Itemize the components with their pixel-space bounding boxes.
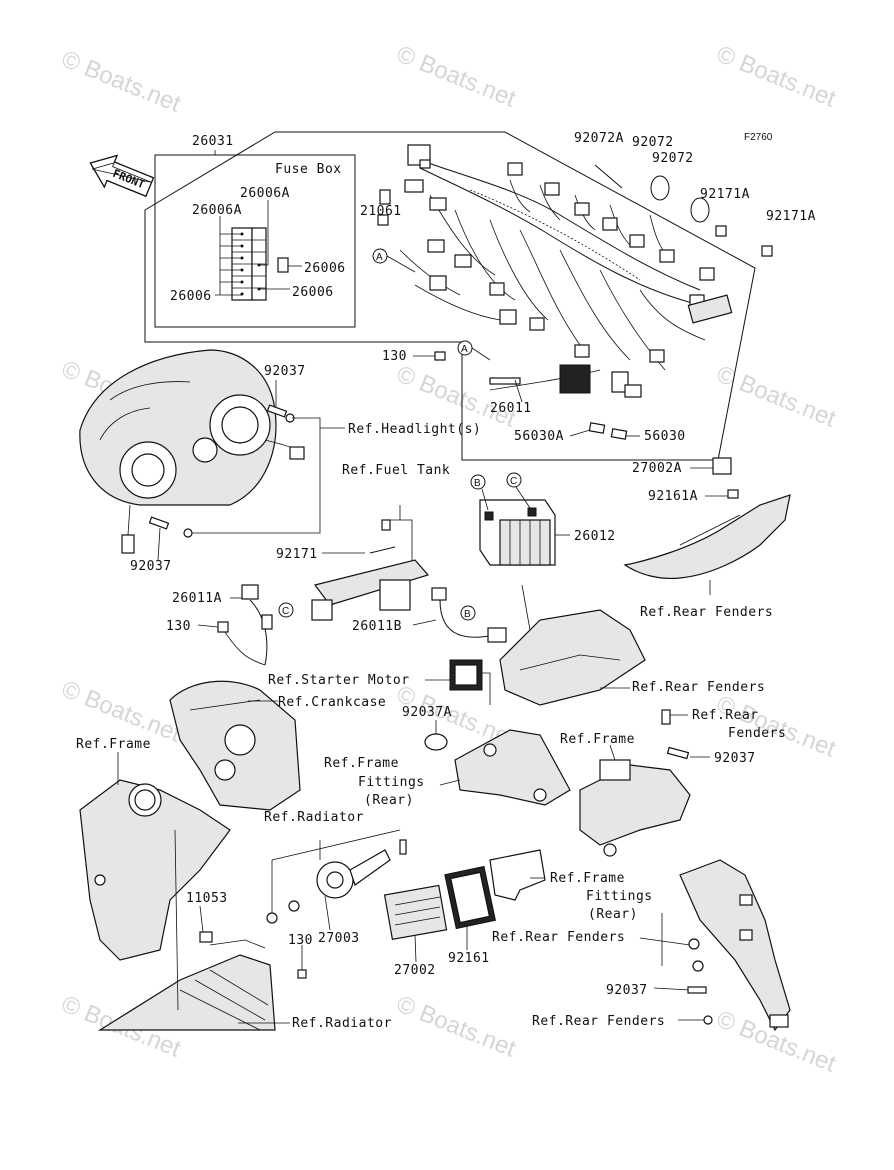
- connector-markers: A A B C C B: [278, 248, 522, 621]
- ecu: [383, 884, 448, 941]
- ref-label: Ref.Headlight(s): [348, 422, 481, 437]
- battery: [479, 499, 556, 566]
- part-number: 26006A: [240, 186, 290, 201]
- ref-label: Ref.Rear: [692, 708, 759, 723]
- front-arrow-icon: FRONT: [89, 154, 155, 198]
- diagram-code: F2760: [744, 132, 773, 143]
- part-number: 56030A: [514, 429, 564, 444]
- part-number: 92072A: [574, 131, 624, 146]
- ref-label: Ref.Rear Fenders: [532, 1014, 665, 1029]
- main-frame: [79, 779, 231, 961]
- part-number: 92037: [130, 559, 172, 574]
- part-number: 92171: [276, 547, 318, 562]
- bolt: [413, 351, 446, 361]
- ref-label: (Rear): [364, 793, 414, 808]
- watermark: © Boats.net: [58, 46, 185, 118]
- fuel-tank-bracket: [311, 519, 430, 621]
- part-number: 92161: [448, 951, 490, 966]
- part-number: 27002: [394, 963, 436, 978]
- part-number: 130: [288, 933, 313, 948]
- part-number: 56030: [644, 429, 686, 444]
- part-number: 27003: [318, 931, 360, 946]
- part-number: 92037: [606, 983, 648, 998]
- radiator: [97, 954, 276, 1031]
- marker-a: A: [461, 344, 468, 355]
- watermark: © Boats.net: [713, 41, 840, 113]
- ref-label: (Rear): [588, 907, 638, 922]
- ref-label: Ref.Rear Fenders: [632, 680, 765, 695]
- part-number: 11053: [186, 891, 228, 906]
- ref-label: Ref.Crankcase: [278, 695, 386, 710]
- watermark: © Boats.net: [713, 361, 840, 433]
- ref-label: Ref.Starter Motor: [268, 673, 410, 688]
- horn: [316, 839, 407, 899]
- reference-labels: Ref.Headlight(s) Ref.Fuel Tank Ref.Rear …: [76, 422, 786, 1031]
- fuse-box-frame: [154, 154, 356, 328]
- battery-tray: [499, 609, 646, 706]
- rear-frame: [579, 759, 691, 857]
- ecu-case: [444, 849, 546, 930]
- ref-label: Ref.Frame: [76, 737, 151, 752]
- ref-label: Fittings: [358, 775, 425, 790]
- ref-label: Ref.Frame: [550, 871, 625, 886]
- watermark: © Boats.net: [393, 991, 520, 1063]
- marker-c: C: [510, 476, 517, 487]
- ref-label: Ref.Frame: [560, 732, 635, 747]
- part-number: 130: [166, 619, 191, 634]
- part-number: 26006: [170, 289, 212, 304]
- part-number: 26011: [490, 401, 532, 416]
- part-number: 26006: [304, 261, 346, 276]
- headlight-assembly: [79, 349, 305, 554]
- part-number: 92037A: [402, 705, 452, 720]
- frame-fitting: [424, 729, 571, 806]
- fuse-box-leaders: [215, 200, 302, 296]
- ref-label: Ref.Rear Fenders: [640, 605, 773, 620]
- part-number: 26006: [292, 285, 334, 300]
- ref-label: Ref.Frame: [324, 756, 399, 771]
- part-number: 92072: [632, 135, 674, 150]
- marker-b: B: [464, 609, 471, 620]
- part-number: 92171A: [766, 209, 816, 224]
- rear-fender-lower: [679, 859, 791, 1032]
- part-number: 26031: [192, 134, 234, 149]
- crankcase: [169, 680, 301, 811]
- ref-label: Fenders: [728, 726, 786, 741]
- part-number: 26006A: [192, 203, 242, 218]
- rear-fender: [623, 494, 791, 580]
- ref-label: Ref.Fuel Tank: [342, 463, 450, 478]
- fuse-box-title: Fuse Box: [275, 162, 342, 177]
- ref-label: Ref.Radiator: [264, 810, 364, 825]
- part-number: 92171A: [700, 187, 750, 202]
- part-number: 26011A: [172, 591, 222, 606]
- ref-label: Ref.Radiator: [292, 1016, 392, 1031]
- part-number: 92037: [264, 364, 306, 379]
- main-wiring-harness: [399, 159, 706, 391]
- ref-label: Fittings: [586, 889, 653, 904]
- part-number: 26011B: [352, 619, 402, 634]
- part-number: 21061: [360, 204, 402, 219]
- part-number: 130: [382, 349, 407, 364]
- part-number: 26012: [574, 529, 616, 544]
- part-number: 27002A: [632, 461, 682, 476]
- clamps: [594, 164, 773, 257]
- marker-c: C: [282, 606, 289, 617]
- marker-b: B: [474, 478, 481, 489]
- part-number: 92037: [714, 751, 756, 766]
- ref-label: Ref.Rear Fenders: [492, 930, 625, 945]
- starter-relay: [449, 659, 483, 691]
- part-number-labels: 26031 26006A 26006A 26006 26006 26006 21…: [130, 131, 816, 998]
- harness-connectors: [377, 144, 733, 398]
- watermark: © Boats.net: [393, 41, 520, 113]
- marker-a: A: [376, 252, 383, 263]
- part-number: 92072: [652, 151, 694, 166]
- part-number: 92161A: [648, 489, 698, 504]
